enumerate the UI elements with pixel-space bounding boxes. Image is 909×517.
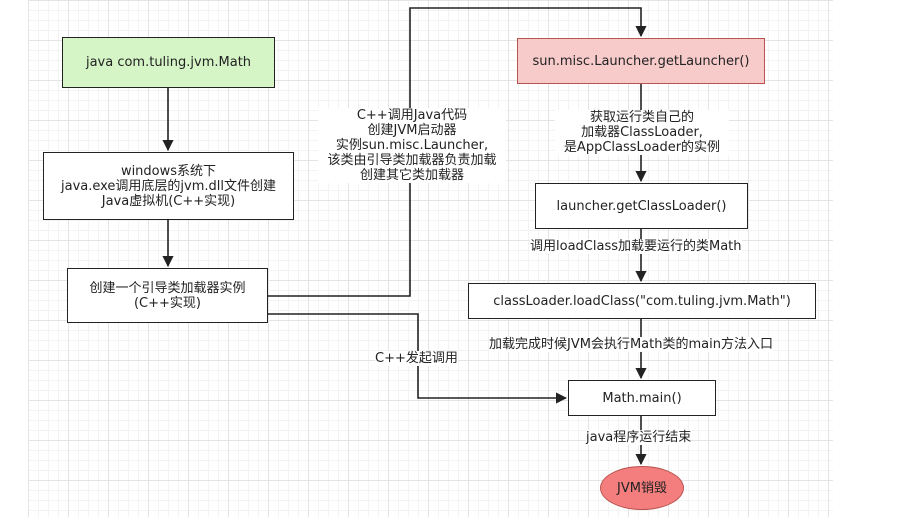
label-cpp-calls-java: C++调用Java代码 创建JVM启动器 实例sun.misc.Launcher… — [318, 108, 506, 183]
node-get-classloader-text: launcher.getClassLoader() — [556, 198, 727, 214]
node-windows-line-1: windows系统下 — [120, 163, 217, 179]
node-bootstrap-line-2: (C++实现) — [133, 295, 201, 311]
label-cpp-calls-java-line-1: C++调用Java代码 — [356, 108, 468, 123]
label-get-classloader-line-3: 是AppClassLoader的实例 — [563, 140, 721, 155]
node-windows-line-2: java.exe调用底层的jvm.dll文件创建 — [60, 178, 276, 194]
node-start: java com.tuling.jvm.Math — [62, 37, 275, 88]
node-jvm-destroy: JVM销毁 — [600, 466, 684, 510]
label-get-classloader-line-1: 获取运行类自己的 — [589, 110, 694, 125]
label-load-done: 加载完成时候JVM会执行Math类的main方法入口 — [489, 337, 773, 352]
node-jvm-destroy-text: JVM销毁 — [617, 480, 667, 496]
label-cpp-calls-java-line-5: 创建其它类加载器 — [359, 168, 464, 183]
node-bootstrap-line-1: 创建一个引导类加载器实例 — [89, 280, 246, 296]
node-launcher-text: sun.misc.Launcher.getLauncher() — [532, 53, 750, 69]
label-cpp-initiates-call: C++发起调用 — [375, 351, 458, 366]
arrow-bootstrap-to-launcher — [268, 7, 647, 297]
node-math-main-text: Math.main() — [602, 390, 682, 406]
label-cpp-calls-java-line-2: 创建JVM启动器 — [367, 123, 457, 138]
node-start-text: java com.tuling.jvm.Math — [85, 55, 252, 70]
label-load-math: 调用loadClass加载要运行的类Math — [530, 239, 742, 254]
node-get-classloader: launcher.getClassLoader() — [535, 183, 748, 229]
node-load-class-text: classLoader.loadClass("com.tuling.jvm.Ma… — [493, 293, 791, 309]
node-math-main: Math.main() — [568, 380, 716, 416]
label-get-classloader: 获取运行类自己的 加载器ClassLoader, 是AppClassLoader… — [555, 110, 729, 155]
node-windows-line-3: Java虚拟机(C++实现) — [101, 193, 236, 209]
node-launcher: sun.misc.Launcher.getLauncher() — [517, 38, 765, 84]
label-cpp-calls-java-line-4: 该类由引导类加载器负责加载 — [327, 153, 497, 168]
label-cpp-calls-java-line-3: 实例sun.misc.Launcher, — [335, 138, 489, 153]
node-windows: windows系统下 java.exe调用底层的jvm.dll文件创建 Java… — [43, 152, 294, 220]
label-java-program-ends: java程序运行结束 — [586, 430, 692, 445]
node-load-class: classLoader.loadClass("com.tuling.jvm.Ma… — [468, 283, 816, 319]
label-get-classloader-line-2: 加载器ClassLoader, — [581, 125, 703, 140]
node-bootstrap: 创建一个引导类加载器实例 (C++实现) — [67, 268, 268, 323]
